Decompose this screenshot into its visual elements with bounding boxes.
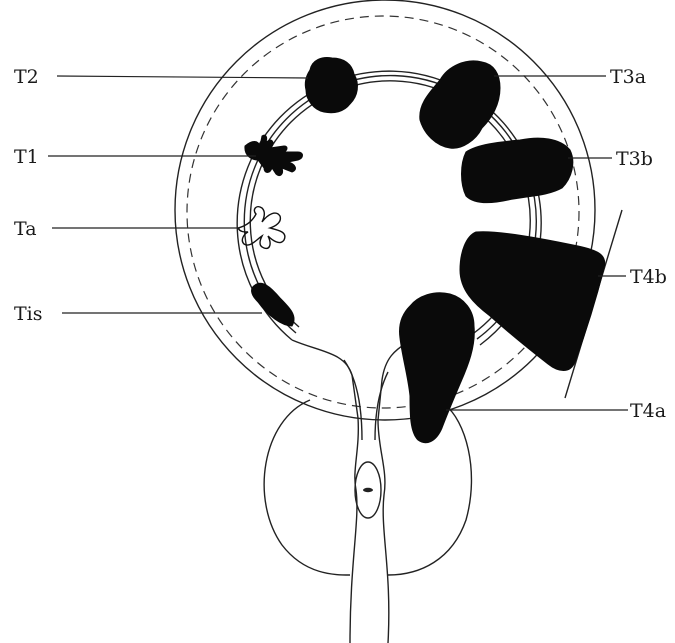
label-t3b: T3b	[616, 148, 653, 170]
label-tis: Tis	[14, 303, 43, 325]
label-ta: Ta	[14, 218, 37, 240]
t4a-lesion	[399, 293, 474, 443]
t3b-lesion	[462, 138, 573, 202]
tis-lesion	[252, 283, 295, 326]
label-t4b: T4b	[630, 266, 667, 288]
t4b-lesion	[460, 232, 605, 371]
label-t1: T1	[14, 146, 39, 168]
t2-lesion	[305, 58, 357, 113]
bladder-neck-left	[292, 340, 358, 643]
t2-leader	[57, 76, 308, 78]
label-t4a: T4a	[630, 400, 666, 422]
ejaculatory-duct-slit	[363, 488, 373, 492]
urethra-inner-left	[344, 360, 362, 440]
t3a-lesion	[420, 61, 500, 148]
label-t2: T2	[14, 66, 39, 88]
muscle-layer-boundary	[187, 16, 579, 408]
label-t3a: T3a	[610, 66, 646, 88]
